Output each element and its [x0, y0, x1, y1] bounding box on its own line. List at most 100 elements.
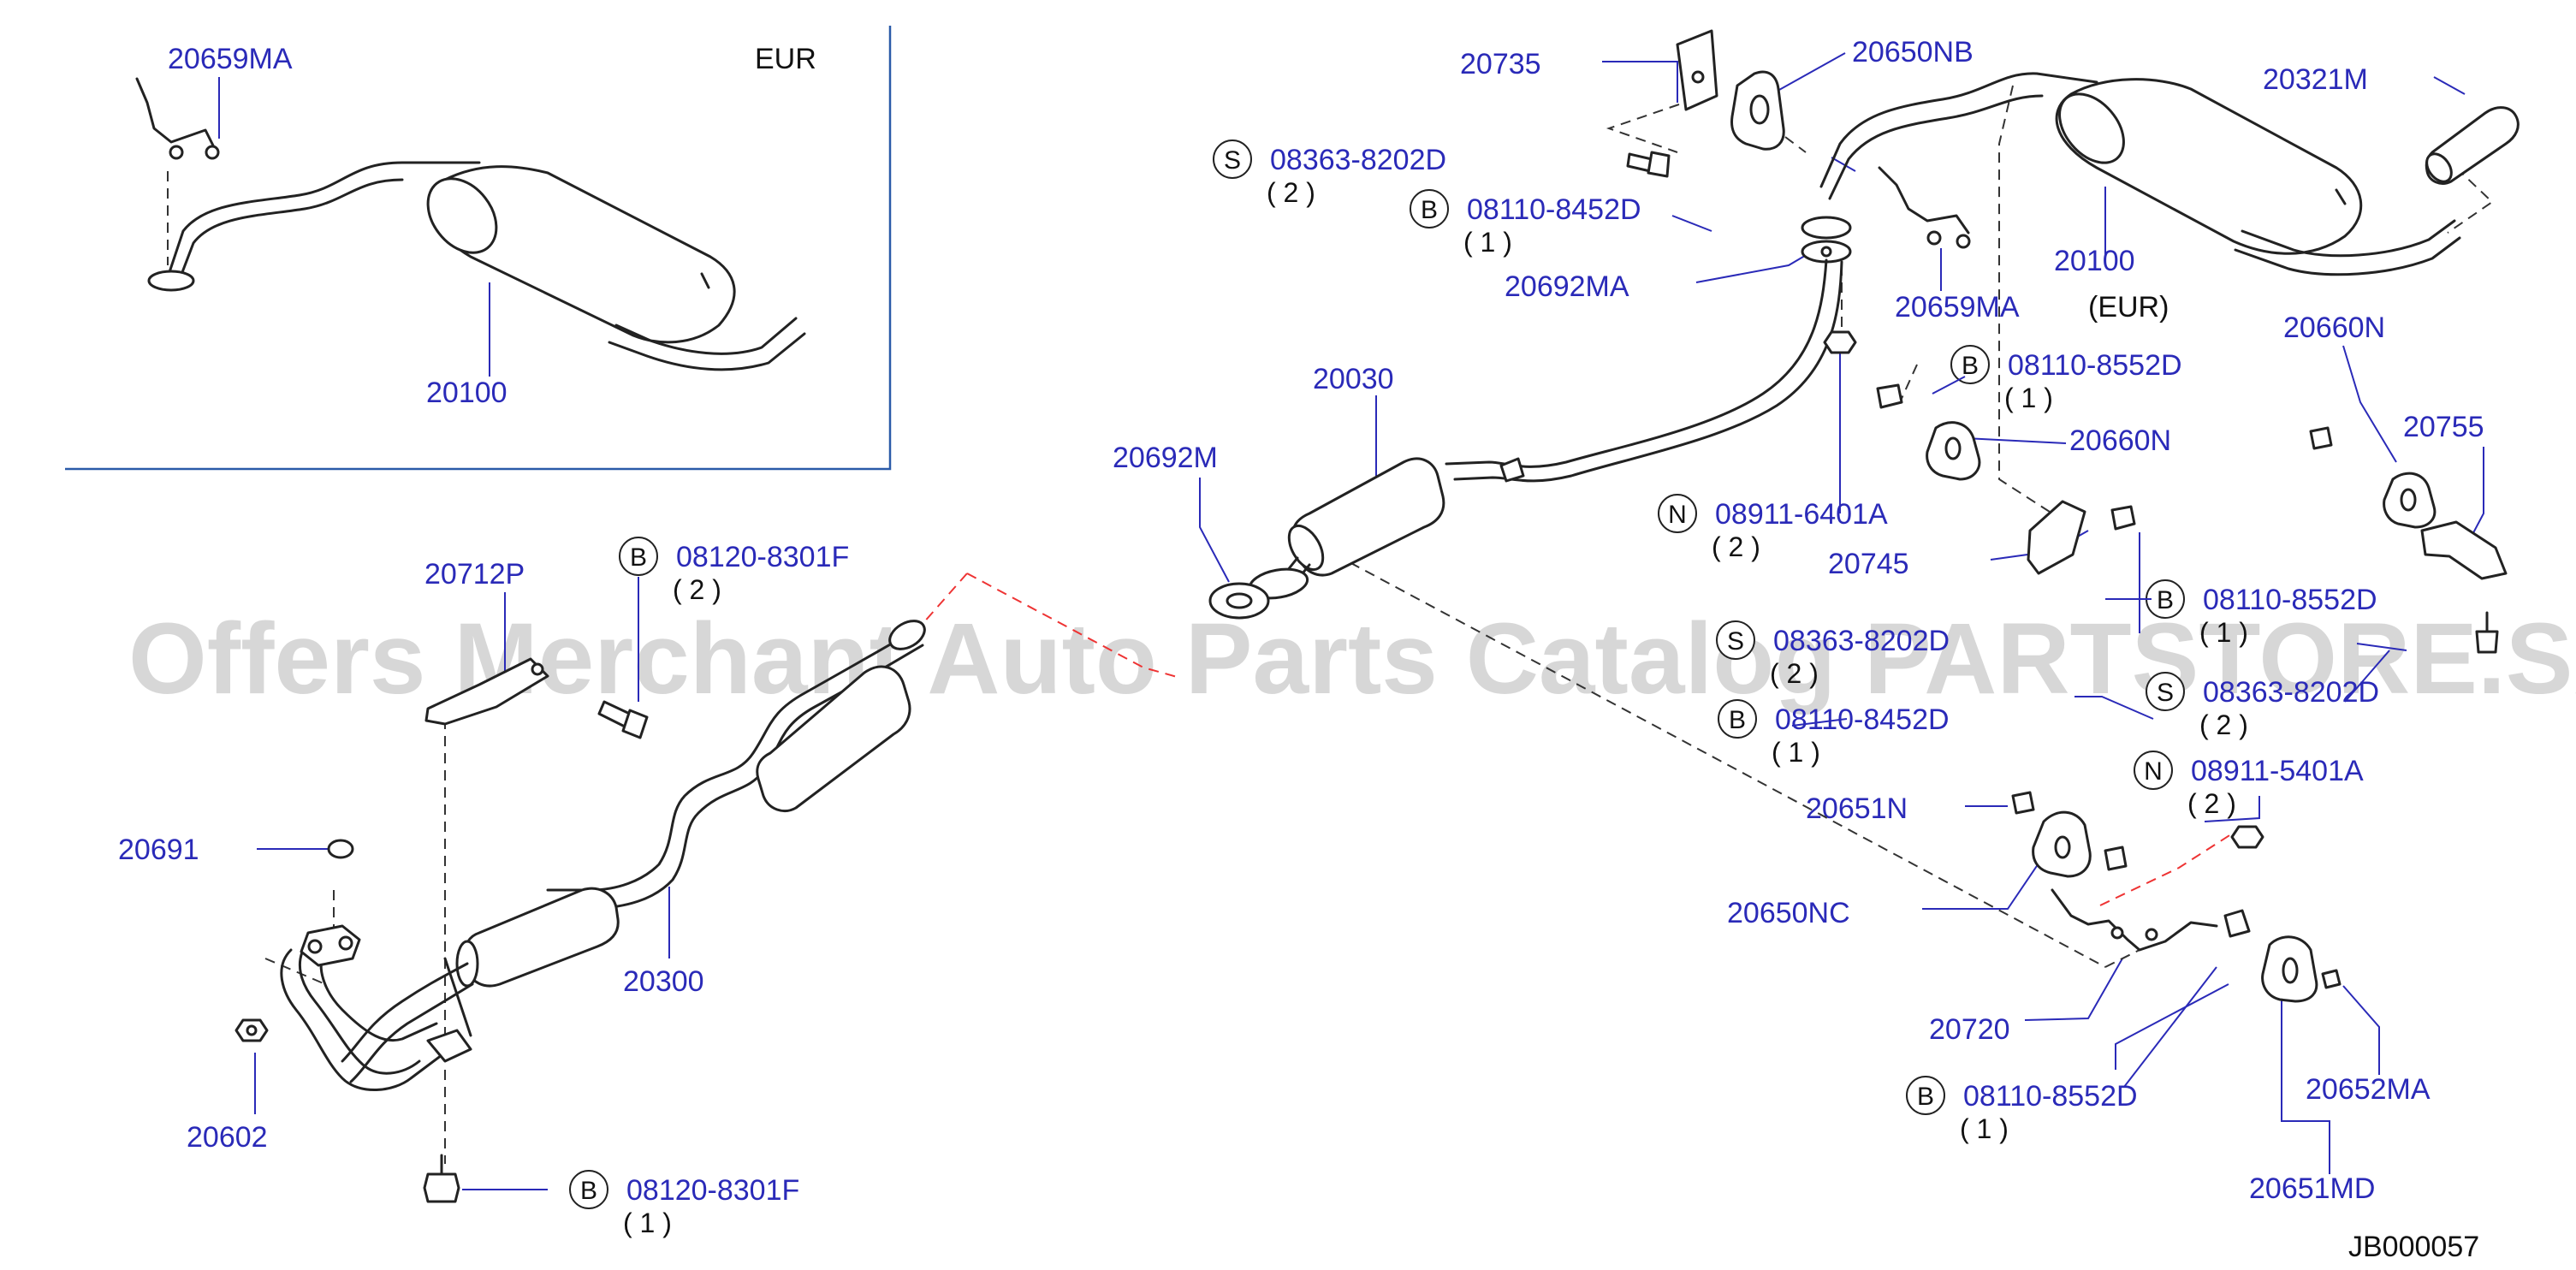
svg-text:S: S: [1727, 627, 1744, 656]
inset-hanger-drawing: [135, 77, 217, 152]
svg-text:( 2 ): ( 2 ): [1712, 531, 1760, 562]
fastener-callout[interactable]: B 08110-8552D ( 1 ): [2146, 579, 2377, 648]
inset-label-20659MA[interactable]: 20659MA: [168, 43, 293, 75]
label-20692M[interactable]: 20692M: [1113, 442, 1218, 474]
svg-text:( 2 ): ( 2 ): [1267, 177, 1315, 208]
svg-text:B: B: [1729, 706, 1746, 734]
seal-20691: [327, 839, 354, 859]
bolt-08120-8301F-top: [597, 700, 649, 739]
mount-20651MD: [2223, 909, 2342, 1003]
inset-flange: [147, 270, 195, 292]
front-downpipe: [280, 924, 472, 1091]
bracket-20755: [2420, 520, 2508, 580]
inset-label-20100[interactable]: 20100: [426, 377, 507, 409]
svg-text:08911-6401A: 08911-6401A: [1715, 498, 1888, 531]
label-20735[interactable]: 20735: [1460, 48, 1541, 80]
fastener-callout[interactable]: B 08110-8452D ( 1 ): [1410, 189, 1641, 258]
svg-text:S: S: [1224, 146, 1241, 175]
label-20651MD[interactable]: 20651MD: [2249, 1172, 2375, 1205]
label-20745[interactable]: 20745: [1828, 548, 1909, 580]
label-20602[interactable]: 20602: [187, 1121, 268, 1154]
svg-text:08110-8452D: 08110-8452D: [1775, 703, 1950, 736]
fastener-callout[interactable]: N 08911-5401A ( 2 ): [2134, 751, 2364, 819]
bolt-right: [2475, 611, 2499, 654]
svg-text:08120-8301F: 08120-8301F: [676, 541, 849, 573]
label-20652MA[interactable]: 20652MA: [2306, 1073, 2431, 1106]
label-20720[interactable]: 20720: [1929, 1013, 2010, 1046]
svg-text:( 1 ): ( 1 ): [1960, 1113, 2009, 1144]
label-20321M[interactable]: 20321M: [2263, 63, 2368, 96]
fastener-callout[interactable]: S 08363-8202D ( 2 ): [1716, 620, 1950, 689]
bracket-20735: [1676, 29, 1718, 111]
fastener-callout[interactable]: B 08110-8452D ( 1 ): [1718, 699, 1950, 768]
svg-text:B: B: [1917, 1083, 1934, 1111]
svg-text:08911-5401A: 08911-5401A: [2191, 755, 2364, 787]
fastener-callout[interactable]: B 08120-8301F ( 1 ): [569, 1170, 799, 1238]
mount-20660N-center: [1876, 383, 1981, 481]
svg-text:08363-8202D: 08363-8202D: [2203, 676, 2379, 709]
label-20659MA[interactable]: 20659MA: [1895, 291, 2020, 323]
svg-text:08110-8552D: 08110-8552D: [2008, 349, 2182, 382]
gasket-20692MA: [1801, 216, 1852, 264]
svg-text:S: S: [2157, 679, 2174, 707]
svg-text:B: B: [2157, 586, 2174, 614]
fastener-callout[interactable]: S 08363-8202D ( 2 ): [1213, 139, 1446, 208]
bolt-top: [1626, 151, 1671, 178]
label-20100[interactable]: 20100: [2054, 245, 2135, 277]
fastener-callout[interactable]: S 08363-8202D ( 2 ): [2146, 672, 2379, 740]
hanger-20659MA: [1878, 166, 1971, 249]
assembly-lines: [264, 85, 2494, 1164]
nut-08911-5401A: [2230, 825, 2264, 849]
svg-text:( 2 ): ( 2 ): [2187, 788, 2236, 819]
hanger-20720: [2051, 888, 2218, 952]
svg-text:B: B: [630, 543, 647, 572]
front-tube-20300: [341, 620, 926, 1083]
label-20300[interactable]: 20300: [623, 965, 704, 998]
svg-text:N: N: [1668, 501, 1687, 529]
diagram-id: JB000057: [2348, 1231, 2479, 1263]
svg-text:08363-8202D: 08363-8202D: [1773, 625, 1950, 657]
rear-muffler-20100: [1819, 72, 2461, 276]
fastener-callout[interactable]: B 08120-8301F ( 2 ): [619, 537, 849, 605]
svg-text:( 2 ): ( 2 ): [2199, 709, 2248, 740]
svg-text:( 1 ): ( 1 ): [2199, 617, 2248, 648]
fastener-callout[interactable]: B 08110-8552D ( 1 ): [1906, 1076, 2138, 1144]
svg-text:08110-8452D: 08110-8452D: [1467, 193, 1641, 226]
tail-finisher-20321M: [2425, 106, 2520, 185]
mount-20650NC: [2011, 791, 2128, 878]
fastener-callout[interactable]: N 08911-6401A ( 2 ): [1658, 494, 1888, 562]
nut-08911-6401A: [1823, 330, 1857, 354]
svg-text:( 1 ): ( 1 ): [1463, 227, 1512, 258]
svg-text:( 1 ): ( 1 ): [1772, 737, 1820, 768]
bolt-08120-8301F-bottom: [423, 1154, 460, 1203]
svg-text:08110-8552D: 08110-8552D: [1963, 1080, 2138, 1113]
nut-20602: [234, 1018, 269, 1042]
label-20692MA[interactable]: 20692MA: [1505, 270, 1629, 303]
label-20660N-right[interactable]: 20660N: [2283, 312, 2385, 344]
bracket-20712P: [424, 657, 549, 726]
label-20650NC[interactable]: 20650NC: [1727, 897, 1850, 929]
label-20712P[interactable]: 20712P: [424, 558, 525, 590]
svg-text:08120-8301F: 08120-8301F: [626, 1174, 799, 1207]
svg-text:( 2 ): ( 2 ): [673, 574, 721, 605]
svg-text:08363-8202D: 08363-8202D: [1270, 144, 1446, 176]
svg-text:08110-8552D: 08110-8552D: [2203, 584, 2377, 616]
label-eur-note: (EUR): [2088, 291, 2169, 323]
gasket-20692M: [1208, 582, 1270, 620]
label-20691[interactable]: 20691: [118, 834, 199, 866]
label-20660N-center[interactable]: 20660N: [2069, 424, 2171, 457]
mount-20650NB: [1730, 70, 1785, 151]
svg-text:B: B: [1421, 196, 1438, 224]
mount-20660N-right: [2309, 426, 2437, 529]
inset-inlet-pipe: [168, 161, 481, 274]
svg-text:N: N: [2144, 757, 2163, 786]
svg-text:( 1 ): ( 1 ): [2004, 383, 2053, 413]
label-20755[interactable]: 20755: [2403, 411, 2484, 443]
label-20651N[interactable]: 20651N: [1806, 792, 1908, 825]
inset-region-label: EUR: [755, 43, 816, 75]
eur-inset: EUR 20659MA 20100: [65, 26, 892, 471]
label-20650NB[interactable]: 20650NB: [1852, 36, 1974, 68]
fastener-callout[interactable]: B 08110-8552D ( 1 ): [1950, 345, 2182, 413]
label-20030[interactable]: 20030: [1313, 363, 1394, 395]
svg-text:( 2 ): ( 2 ): [1770, 658, 1819, 689]
